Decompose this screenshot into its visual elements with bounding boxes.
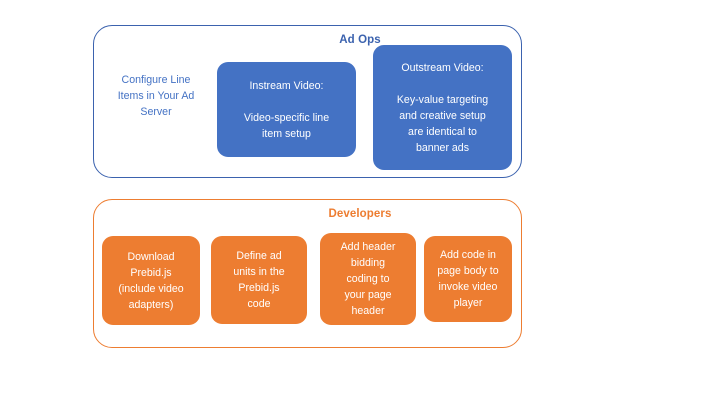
box-instream-video-body: Video-specific line item setup [244,110,329,142]
ad-ops-plain-text-line-3: Server [140,106,172,118]
box-add-header-bidding-code[interactable]: Add header bidding coding to your page h… [320,233,416,325]
box-outstream-video[interactable]: Outstream Video: Key-value targeting and… [373,45,512,170]
box-define-ad-units-line-4: code [247,298,271,310]
box-define-ad-units-body: Define ad units in the Prebid.js code [233,248,284,312]
box-invoke-video-player-line-4: player [453,297,483,309]
box-invoke-video-player-body: Add code in page body to invoke video pl… [437,247,498,311]
box-download-prebid-line-2: Prebid.js [130,266,172,279]
box-outstream-video-body: Key-value targeting and creative setup a… [397,92,488,156]
box-invoke-video-player[interactable]: Add code in page body to invoke video pl… [424,236,512,322]
box-add-header-bidding-code-body: Add header bidding coding to your page h… [341,239,396,319]
box-invoke-video-player-line-2: page body to [437,265,499,277]
ad-ops-plain-text: Configure Line Items in Your Ad Server [103,72,209,120]
box-download-prebid-body: Download Prebid.js (include video adapte… [118,249,183,313]
ad-ops-plain-text-line-1: Configure Line [121,74,191,86]
box-define-ad-units-line-1: Define ad [236,250,282,262]
box-add-header-bidding-code-line-4: your page [344,289,392,301]
box-invoke-video-player-line-1: Add code in [440,249,496,261]
box-outstream-video-heading: Outstream Video: [401,61,484,74]
box-invoke-video-player-line-3: invoke video [438,281,498,293]
box-define-ad-units[interactable]: Define ad units in the Prebid.js code [211,236,307,324]
group-title-ad-ops: Ad Ops [339,34,381,46]
box-download-prebid[interactable]: Download Prebid.js (include video adapte… [102,236,200,325]
ad-ops-plain-text-line-2: Items in Your Ad [117,90,195,102]
box-download-prebid-line-4: adapters) [128,298,174,311]
box-add-header-bidding-code-line-5: header [351,305,385,317]
box-add-header-bidding-code-line-2: bidding [350,257,386,269]
group-title-developers: Developers [328,208,392,220]
box-define-ad-units-line-2: units in the [233,266,285,278]
box-add-header-bidding-code-line-1: Add header [340,241,396,253]
box-outstream-video-body-line-1: Key-value targeting [396,93,489,106]
box-download-prebid-line-1: Download [127,250,175,263]
box-instream-video-body-line-1: Video-specific line [243,111,330,124]
box-instream-video[interactable]: Instream Video: Video-specific line item… [217,62,356,157]
box-outstream-video-body-line-4: banner ads [415,141,469,154]
box-outstream-video-body-line-2: and creative setup [399,109,486,122]
box-download-prebid-line-3: (include video [118,282,184,295]
box-instream-video-heading: Instream Video: [249,79,324,92]
box-outstream-video-body-line-3: are identical to [408,125,477,138]
box-instream-video-body-line-2: item setup [262,127,311,140]
box-add-header-bidding-code-line-3: coding to [346,273,390,285]
box-define-ad-units-line-3: Prebid.js [238,282,280,294]
